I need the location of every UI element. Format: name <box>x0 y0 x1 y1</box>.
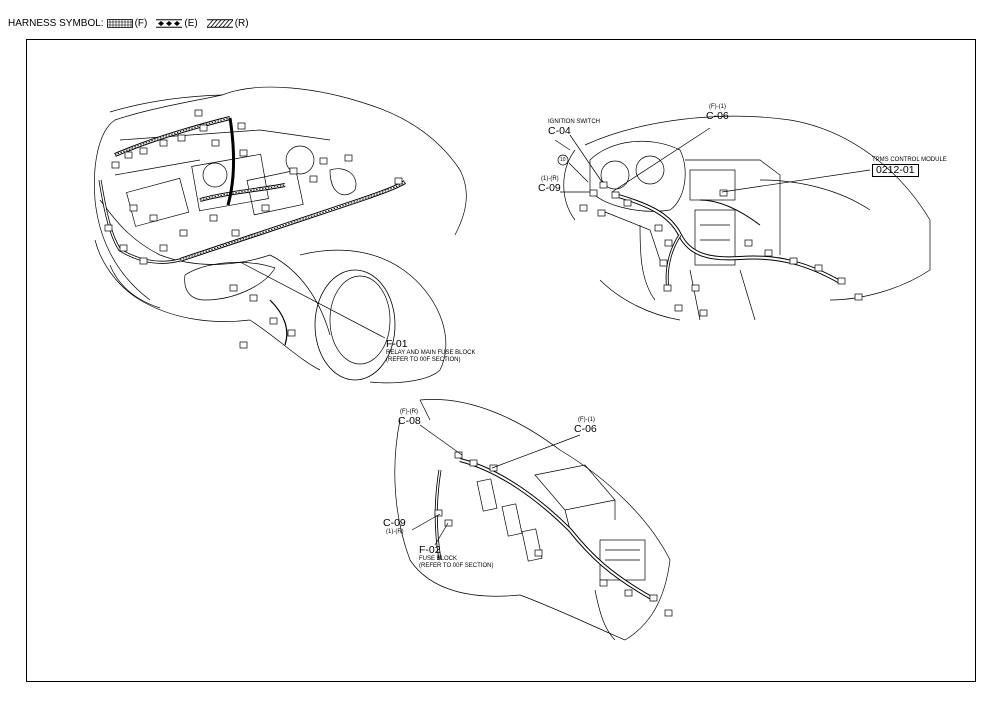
diamond-pattern-swatch <box>156 18 183 28</box>
connector-10-marker <box>557 154 569 166</box>
interior-harness <box>434 458 656 602</box>
legend-code-f: (F) <box>134 17 148 29</box>
c04-code: C-04 <box>548 125 571 137</box>
interior-leaders <box>411 424 581 546</box>
diagram-frame <box>26 39 976 682</box>
engine-compartment-view <box>94 86 467 384</box>
c06-bottom-pins: (F)-(1) <box>578 417 595 423</box>
c09-top-code: C-09 <box>538 182 561 194</box>
hatch-pattern-swatch <box>206 18 233 28</box>
engine-connectors <box>104 109 403 349</box>
dashboard-view <box>554 115 931 321</box>
harness-symbol-legend: HARNESS SYMBOL: (F) (E) (R) <box>8 16 255 30</box>
c06-bottom-code: C-06 <box>574 423 597 435</box>
f02-desc: FUSE BLOCK <box>419 556 458 562</box>
c09-bottom-pins: (1)-(R) <box>386 529 404 535</box>
grid-pattern-swatch <box>106 18 133 28</box>
f02-code: F-02 <box>419 544 441 556</box>
tpms-code: 0212-01 <box>872 164 919 177</box>
c09-top-pins: (1)-(R) <box>541 176 559 182</box>
c06-top-pins: (F)-(1) <box>709 104 726 110</box>
interior-connectors <box>434 451 673 617</box>
c09-bottom-code: C-09 <box>383 517 406 529</box>
dashboard-harness <box>614 193 841 291</box>
connector-10-label: 10 <box>560 157 566 163</box>
c06-top-code: C-06 <box>706 110 729 122</box>
f01-note: (REFER TO 00F SECTION) <box>386 357 461 363</box>
legend-code-r: (R) <box>234 17 249 29</box>
engine-harness <box>98 116 407 346</box>
dashboard-connectors <box>579 181 863 317</box>
tpms-label: TPMS CONTROL MODULE <box>872 157 947 163</box>
interior-view <box>394 399 671 641</box>
c08-code: C-08 <box>398 415 421 427</box>
f01-desc: RELAY AND MAIN FUSE BLOCK <box>386 350 476 356</box>
c08-pins: (F)-(R) <box>400 409 418 415</box>
f02-note: (REFER TO 00F SECTION) <box>419 563 494 569</box>
dashboard-leaders <box>560 127 871 193</box>
f01-leader-line <box>239 261 386 339</box>
ignition-switch-label: IGNITION SWITCH <box>548 119 600 125</box>
legend-title: HARNESS SYMBOL: <box>8 17 104 29</box>
f01-code: F-01 <box>386 338 408 350</box>
legend-code-e: (E) <box>184 17 198 29</box>
